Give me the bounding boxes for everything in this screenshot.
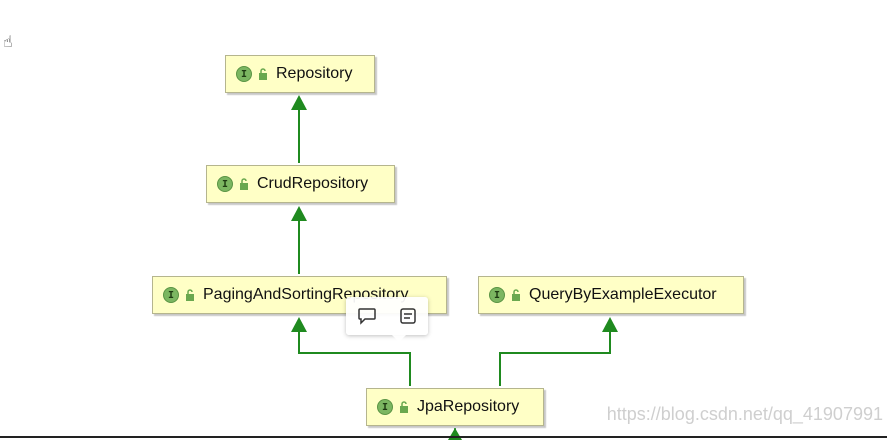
comment-icon [357,308,376,325]
note-icon [399,308,416,324]
node-label: QueryByExampleExecutor [529,286,717,303]
arrowhead-crud [291,206,307,221]
node-jpa-repository[interactable]: I JpaRepository [366,388,544,426]
open-lock-icon [186,289,194,301]
interface-icon: I [489,287,505,303]
hand-cursor-icon: ☝ [3,34,13,51]
node-label: CrudRepository [257,175,369,192]
interface-icon: I [377,399,393,415]
node-label: JpaRepository [417,398,520,415]
arrowhead-qbe [602,317,618,332]
floating-toolbar [346,297,428,335]
arrowhead-repository [291,95,307,110]
comment-button[interactable] [356,305,378,327]
open-lock-icon [512,289,520,301]
node-label: Repository [276,65,353,82]
edge-jpa-to-qbe [499,330,611,386]
arrowhead-paging [291,317,307,332]
open-lock-icon [259,68,267,80]
node-query-by-example-executor[interactable]: I QueryByExampleExecutor [478,276,744,314]
note-button[interactable] [397,305,419,327]
interface-icon: I [163,287,179,303]
interface-icon: I [236,66,252,82]
open-lock-icon [400,401,408,413]
open-lock-icon [240,178,248,190]
watermark: https://blog.csdn.net/qq_41907991 [606,404,883,424]
popup-tail [392,335,406,342]
interface-icon: I [217,176,233,192]
bottom-divider [0,436,887,438]
arrowhead-below-jpa [448,428,462,440]
edge-jpa-to-paging [298,330,411,386]
node-crud-repository[interactable]: I CrudRepository [206,165,395,203]
node-repository[interactable]: I Repository [225,55,375,93]
